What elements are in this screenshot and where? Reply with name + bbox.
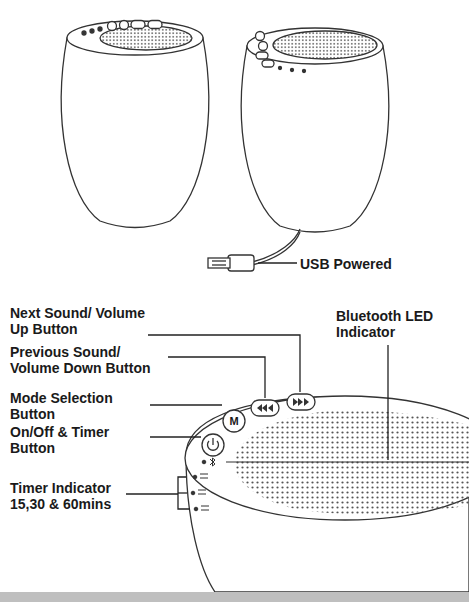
button-letter: M — [226, 413, 242, 429]
part-label: Bluetooth LED Indicator — [336, 308, 456, 340]
part-label: Next Sound/ Volume Up Button — [10, 305, 148, 337]
speaker-top-view — [185, 396, 469, 592]
speaker-front-view — [61, 21, 208, 228]
part-label: On/Off & Timer Button — [10, 424, 150, 456]
part-label: USB Powered — [300, 256, 410, 272]
part-label: Mode Selection Button — [10, 390, 150, 422]
leader-line — [258, 262, 297, 263]
part-label: Previous Sound/ Volume Down Button — [10, 344, 168, 376]
control-buttons — [202, 394, 315, 456]
indicator-marks — [191, 458, 215, 511]
speaker-side-view — [241, 28, 388, 232]
part-label: Timer Indicator 15,30 & 60mins — [10, 480, 128, 512]
leader-lines — [126, 335, 388, 509]
ground-band — [0, 592, 469, 602]
usb-cable — [208, 229, 300, 271]
